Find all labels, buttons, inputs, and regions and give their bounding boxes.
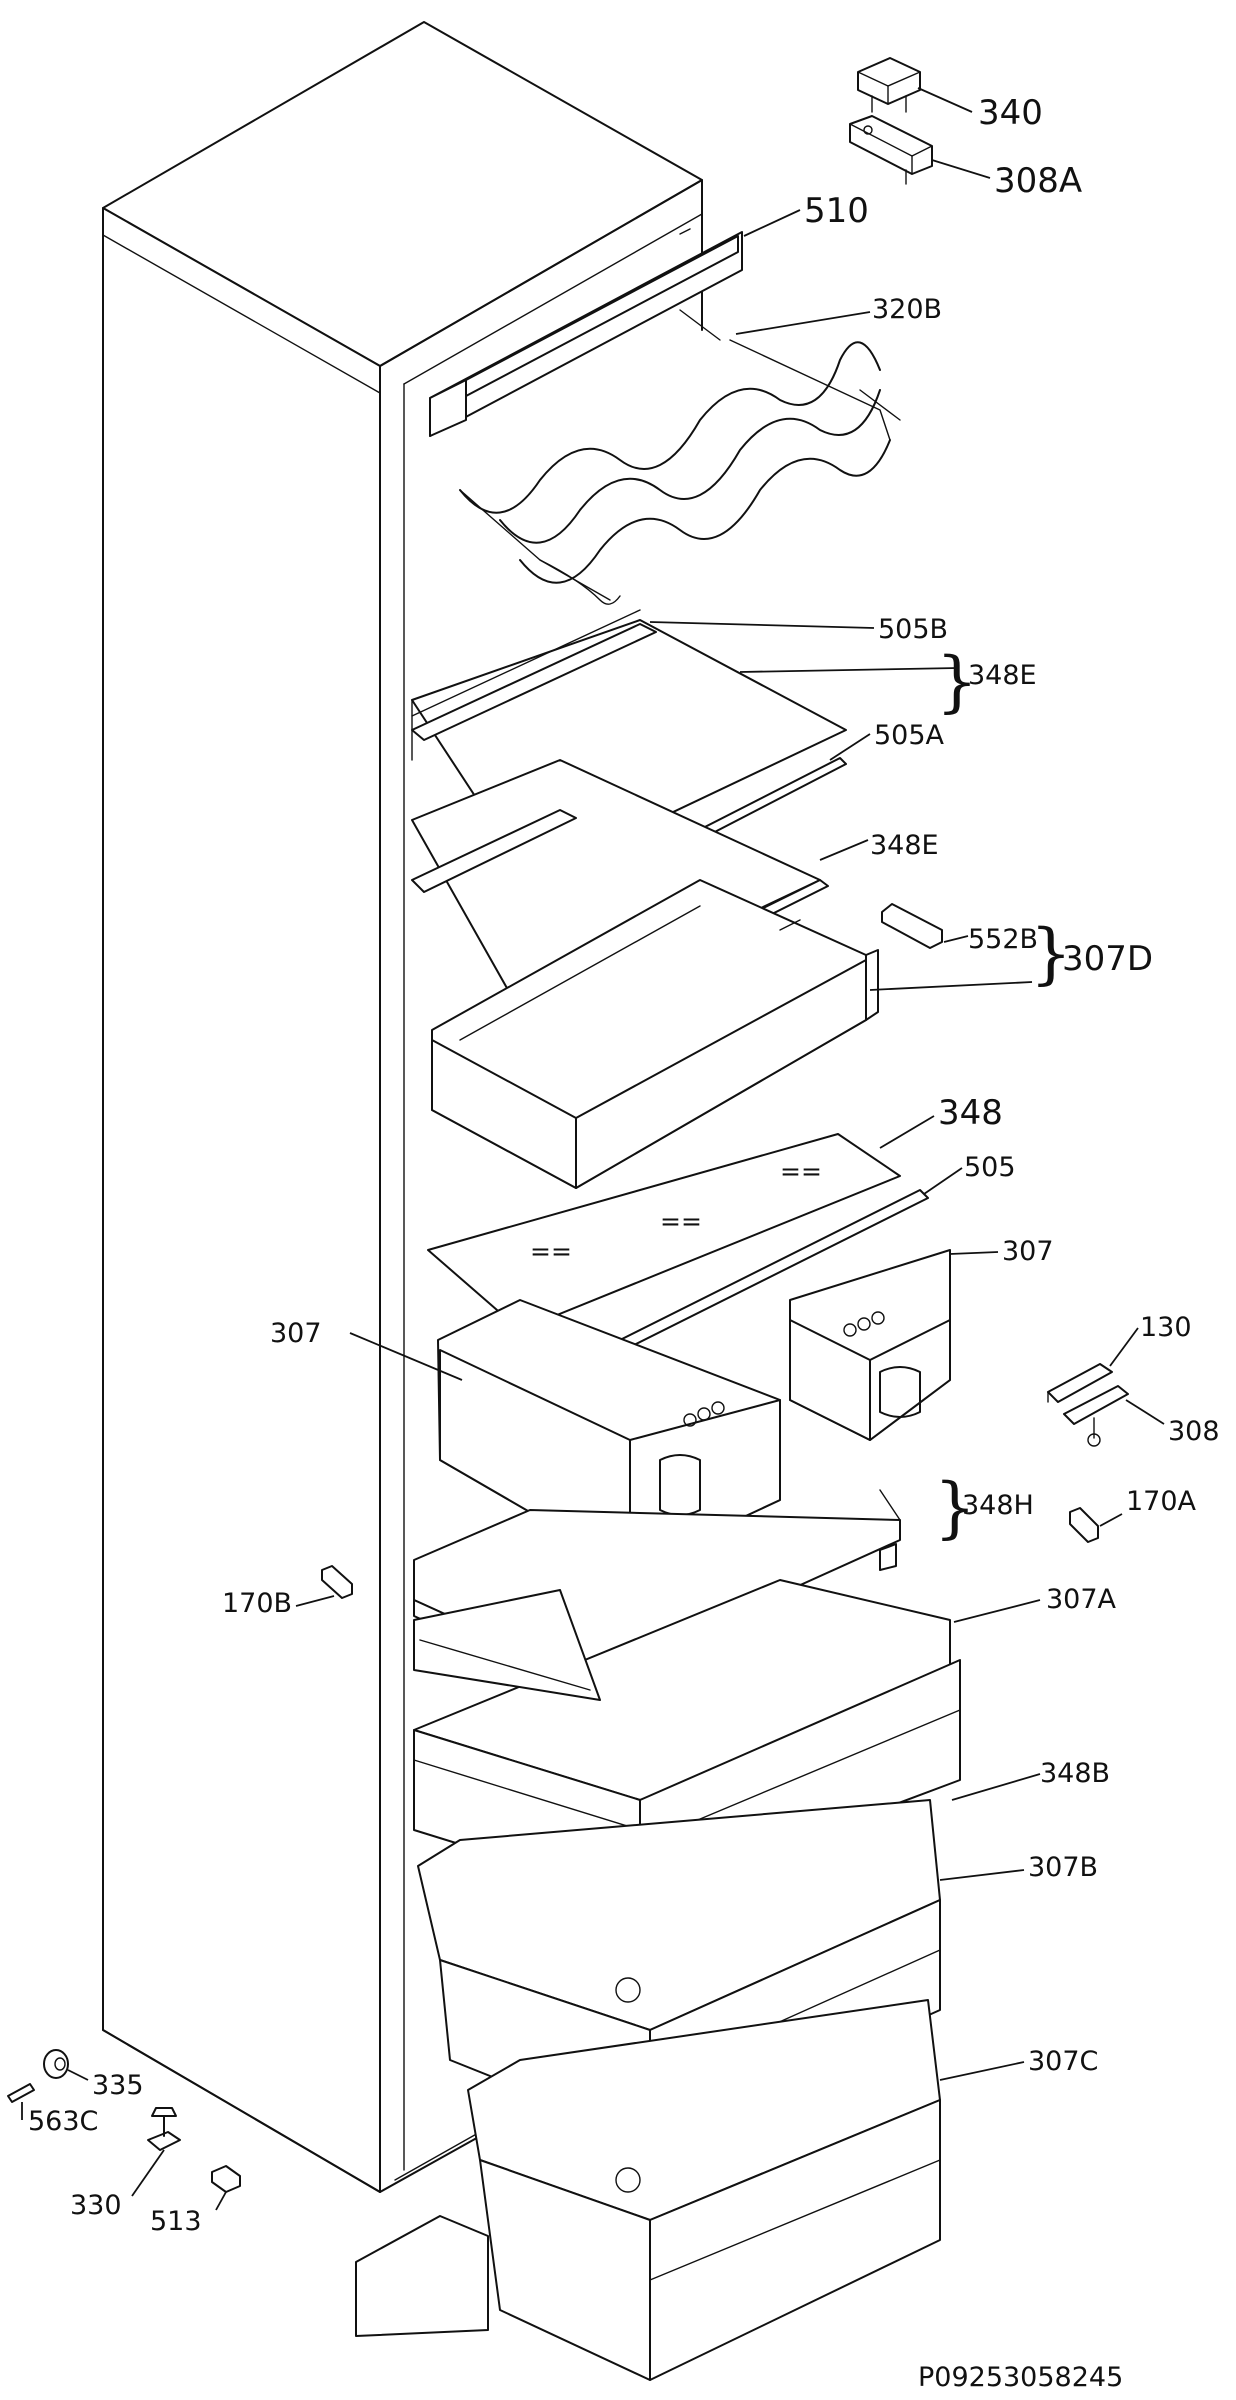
label-505b: 505B bbox=[878, 614, 948, 645]
pin-563c bbox=[7, 2083, 35, 2103]
label-348b: 348B bbox=[1040, 1758, 1110, 1789]
svg-text:==: == bbox=[530, 1237, 572, 1266]
label-320b: 320B bbox=[872, 294, 942, 325]
label-307-right: 307 bbox=[1002, 1236, 1054, 1267]
foot-335 bbox=[43, 2049, 69, 2079]
label-307a: 307A bbox=[1046, 1584, 1117, 1615]
drawer-307-right bbox=[789, 1249, 951, 1441]
label-307d: 307D bbox=[1062, 939, 1153, 979]
refrigerator-cabinet bbox=[102, 21, 703, 2193]
drawer-307c bbox=[467, 1999, 941, 2381]
label-513: 513 bbox=[150, 2206, 202, 2237]
bottle-rack-320b bbox=[459, 309, 901, 605]
brace-348h: } bbox=[934, 1469, 976, 1546]
label-348e-group: 348E bbox=[968, 660, 1037, 691]
label-170a: 170A bbox=[1126, 1486, 1197, 1517]
label-510: 510 bbox=[804, 191, 869, 231]
brace-348e: } bbox=[936, 643, 978, 720]
bottom-kick-plate bbox=[355, 2215, 489, 2337]
label-307b: 307B bbox=[1028, 1852, 1098, 1883]
label-505a: 505A bbox=[874, 720, 945, 751]
shelf-rail-348b bbox=[413, 1589, 601, 1701]
label-308: 308 bbox=[1168, 1416, 1220, 1447]
glass-shelf-348-middle: == == == bbox=[427, 1133, 901, 1331]
hinge-308 bbox=[1063, 1385, 1129, 1447]
label-330: 330 bbox=[70, 2190, 122, 2221]
leader-lines bbox=[21, 87, 1165, 2211]
label-308a: 308A bbox=[994, 161, 1082, 201]
label-348: 348 bbox=[938, 1093, 1003, 1133]
shelf-trim-552b bbox=[881, 903, 943, 949]
leveling-foot-330 bbox=[147, 2107, 181, 2151]
front-strip-510 bbox=[429, 228, 743, 437]
stop-170b bbox=[321, 1565, 353, 1599]
label-505: 505 bbox=[964, 1152, 1016, 1183]
svg-text:==: == bbox=[660, 1207, 702, 1236]
svg-text:==: == bbox=[780, 1157, 822, 1186]
top-hinge-308a bbox=[849, 115, 933, 185]
clip-513 bbox=[211, 2165, 241, 2193]
drawer-307d bbox=[431, 879, 879, 1189]
hinge-130 bbox=[1047, 1363, 1113, 1403]
label-170b: 170B bbox=[222, 1588, 292, 1619]
stop-170a bbox=[1069, 1507, 1099, 1543]
label-340: 340 bbox=[978, 93, 1043, 133]
label-348e: 348E bbox=[870, 830, 939, 861]
label-348h: 348H bbox=[962, 1490, 1034, 1521]
label-563c: 563C bbox=[28, 2106, 98, 2137]
drawing-code: P09253058245 bbox=[918, 2362, 1123, 2393]
hinge-cover-340 bbox=[857, 57, 921, 113]
label-130: 130 bbox=[1140, 1312, 1192, 1343]
brace-307d: } bbox=[1030, 915, 1072, 992]
label-335: 335 bbox=[92, 2070, 144, 2101]
label-307-left: 307 bbox=[270, 1318, 322, 1349]
label-307c: 307C bbox=[1028, 2046, 1098, 2077]
label-552b: 552B bbox=[968, 924, 1038, 955]
